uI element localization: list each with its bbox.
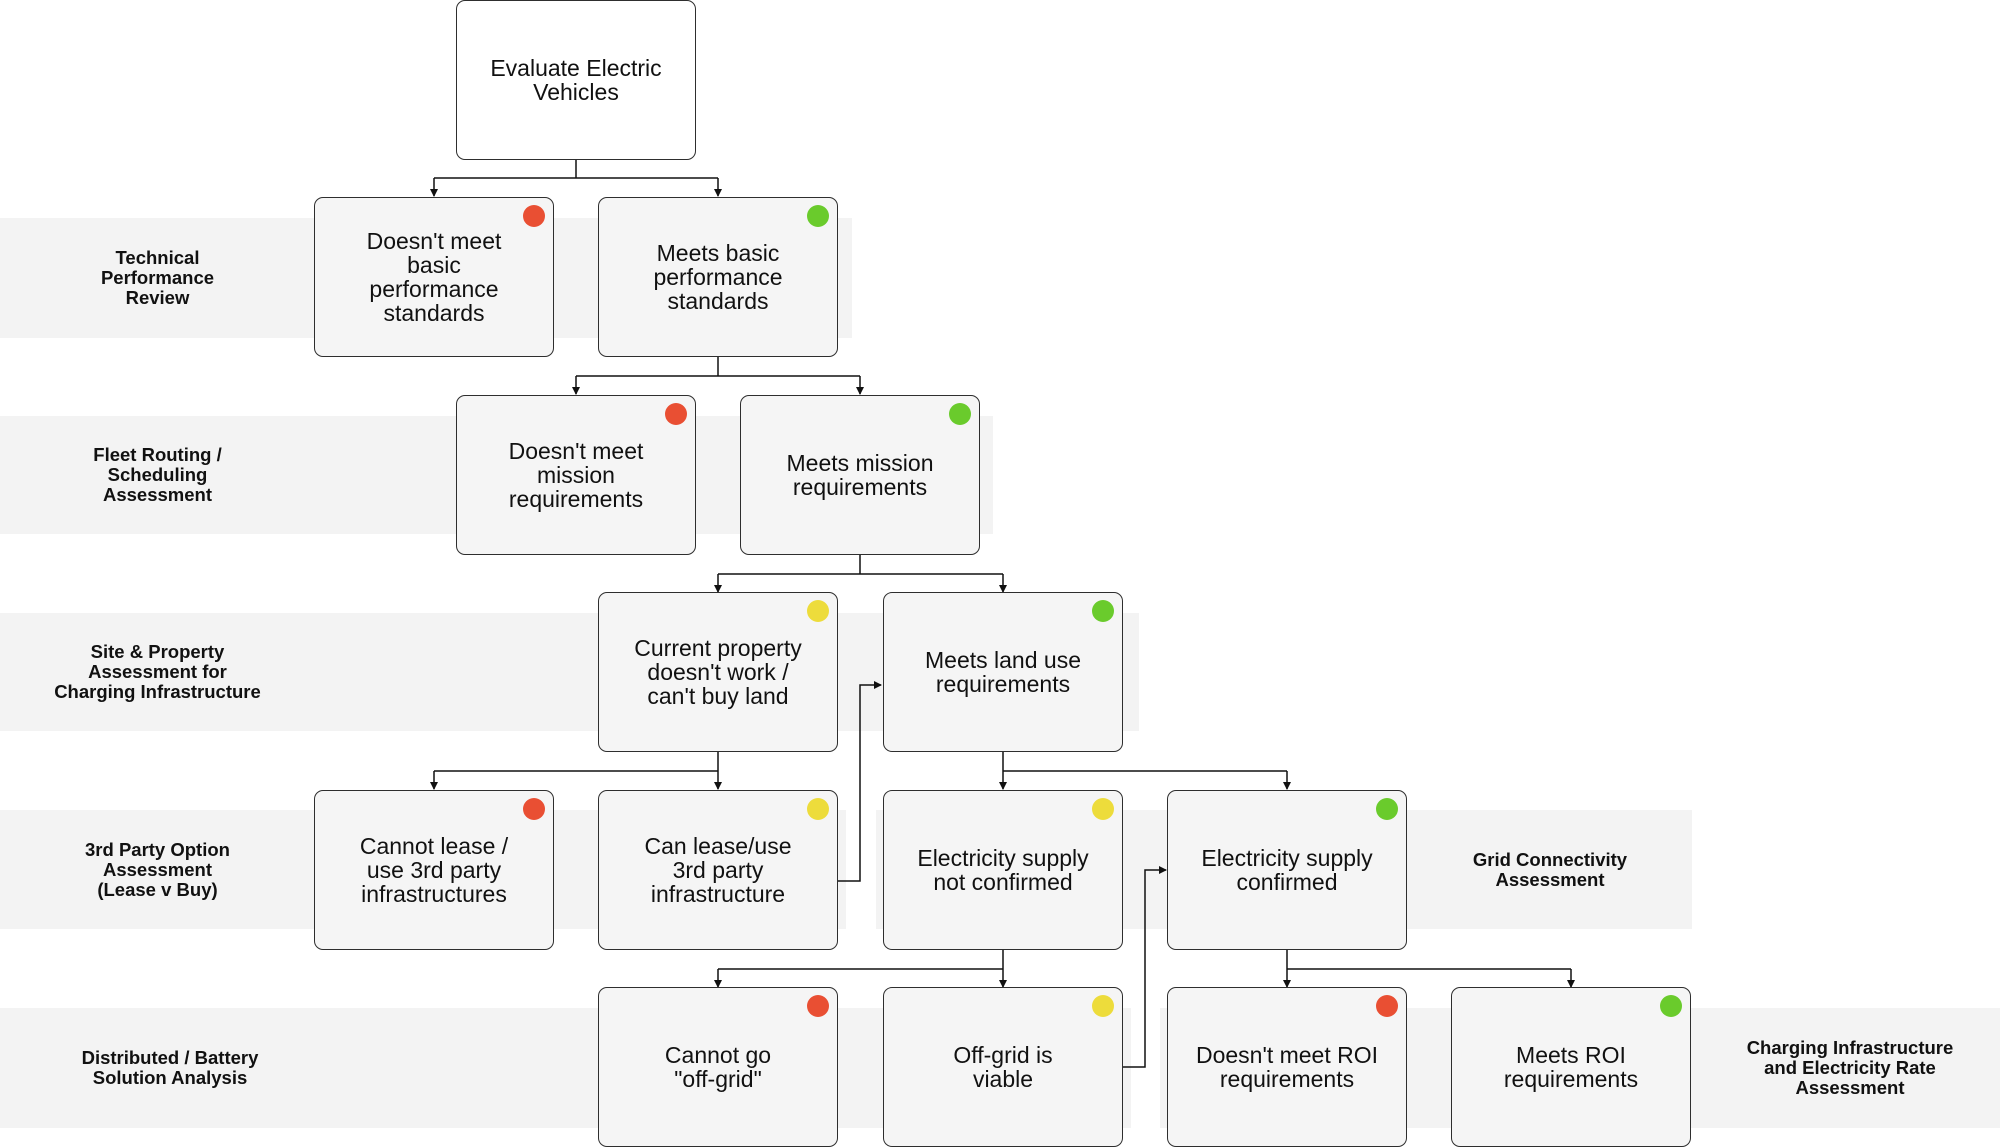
status-dot-green [1376,798,1398,820]
edge-lease-to-land [838,681,882,882]
node-mission-fail[interactable]: Doesn't meet mission requirements [456,395,696,555]
band-label-distributed: Distributed / Battery Solution Analysis [81,1047,259,1088]
node-property-fail[interactable]: Current property doesn't work / can't bu… [598,592,838,752]
node-label: Cannot go "off-grid" [664,1042,772,1092]
node-label: Current property doesn't work / can't bu… [634,635,802,709]
edge-property-branch [434,752,719,772]
status-dot-red [1376,995,1398,1017]
node-supply-unconfirmed[interactable]: Electricity supply not confirmed [883,790,1123,950]
node-label: Can lease/use 3rd party infrastructure [644,833,792,907]
node-roi-fail[interactable]: Doesn't meet ROI requirements [1167,987,1407,1147]
node-label: Meets ROI requirements [1503,1042,1639,1092]
status-dot-yellow [807,798,829,820]
status-dot-green [1660,995,1682,1017]
node-land-pass[interactable]: Meets land use requirements [883,592,1123,752]
node-label: Meets basic performance standards [653,240,783,314]
node-offgrid-pass[interactable]: Off-grid is viable [883,987,1123,1147]
node-mission-pass[interactable]: Meets mission requirements [740,395,980,555]
node-tech-fail[interactable]: Doesn't meet basic performance standards [314,197,554,357]
node-evaluate-electric-vehicles[interactable]: Evaluate Electric Vehicles [456,0,696,160]
node-label: Doesn't meet mission requirements [508,438,644,512]
edge-root-branch [434,160,718,179]
node-tech-pass[interactable]: Meets basic performance standards [598,197,838,357]
edge-offgrid-to-supply [1123,866,1167,1068]
node-lease-fail[interactable]: Cannot lease / use 3rd party infrastruct… [314,790,554,950]
node-label: Cannot lease / use 3rd party infrastruct… [359,833,509,907]
node-offgrid-fail[interactable]: Cannot go "off-grid" [598,987,838,1147]
node-label: Meets land use requirements [925,647,1081,697]
node-roi-pass[interactable]: Meets ROI requirements [1451,987,1691,1147]
status-dot-yellow [807,600,829,622]
status-dot-red [523,205,545,227]
status-dot-green [1092,600,1114,622]
status-dot-red [523,798,545,820]
edge-supply-confirmed-branch [1286,950,1571,970]
node-label: Meets mission requirements [786,450,934,500]
node-lease-pass[interactable]: Can lease/use 3rd party infrastructure [598,790,838,950]
node-label: Electricity supply confirmed [1201,845,1373,895]
status-dot-yellow [1092,798,1114,820]
edge-tech-branch [576,357,860,377]
node-supply-confirmed[interactable]: Electricity supply confirmed [1167,790,1407,950]
band-label-fleet: Fleet Routing / Scheduling Assessment [93,444,222,505]
status-dot-red [665,403,687,425]
band-label-technical: Technical Performance Review [100,247,215,308]
status-dot-green [949,403,971,425]
node-label: Off-grid is viable [953,1042,1053,1092]
edge-supply-unconfirmed-branch [718,950,1004,970]
status-dot-yellow [1092,995,1114,1017]
edge-land-branch [1002,752,1287,772]
edge-mission-branch [718,555,1003,575]
band-label-charging: Charging Infrastructure and Electricity … [1746,1037,1954,1098]
band-label-grid: Grid Connectivity Assessment [1472,848,1628,890]
band-label-third-party: 3rd Party Option Assessment (Lease v Buy… [85,838,230,900]
band-label-site: Site & Property Assessment for Charging … [54,641,261,702]
status-dot-green [807,205,829,227]
status-dot-red [807,995,829,1017]
node-label: Doesn't meet ROI requirements [1195,1042,1379,1092]
node-label: Doesn't meet basic performance standards [366,228,502,326]
node-label: Electricity supply not confirmed [917,845,1089,895]
node-label: Evaluate Electric Vehicles [490,55,662,105]
